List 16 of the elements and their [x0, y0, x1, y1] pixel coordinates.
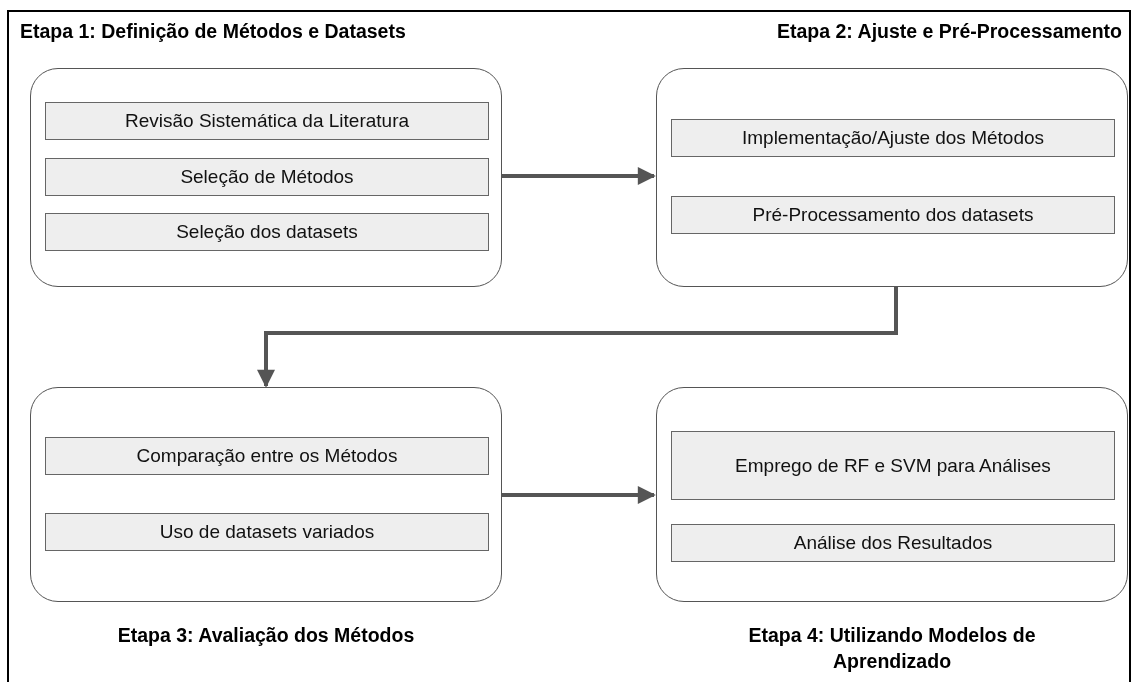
stage-heading: Etapa 3: Avaliação dos Métodos — [116, 623, 416, 648]
arrow — [502, 167, 656, 185]
step-box: Revisão Sistemática da Literatura — [45, 102, 489, 140]
step-box: Emprego de RF e SVM para Análises — [671, 431, 1115, 500]
step-box: Pré-Processamento dos datasets — [671, 196, 1115, 234]
stage-heading: Etapa 4: Utilizando Modelos de Aprendizado — [747, 623, 1037, 674]
arrow — [257, 287, 898, 388]
arrow — [502, 486, 656, 504]
step-box: Uso de datasets variados — [45, 513, 489, 551]
step-box: Comparação entre os Métodos — [45, 437, 489, 475]
step-box: Análise dos Resultados — [671, 524, 1115, 562]
step-box: Implementação/Ajuste dos Métodos — [671, 119, 1115, 157]
step-box: Seleção dos datasets — [45, 213, 489, 251]
stage-heading: Etapa 1: Definição de Métodos e Datasets — [20, 19, 407, 44]
stage-heading: Etapa 2: Ajuste e Pré-Processamento — [776, 19, 1122, 44]
step-box: Seleção de Métodos — [45, 158, 489, 196]
